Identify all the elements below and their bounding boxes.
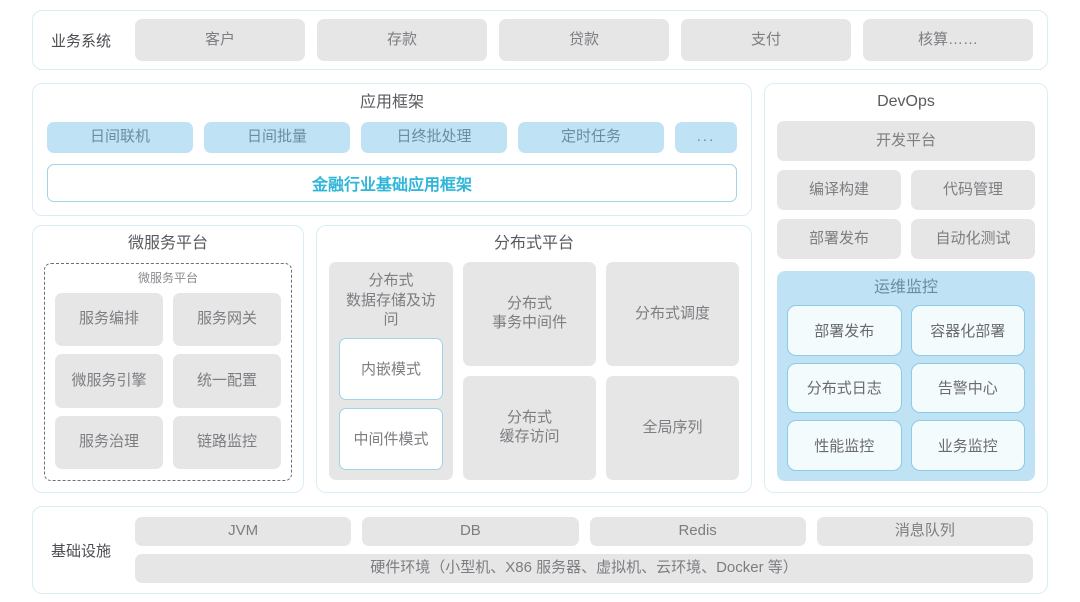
micro-tile-service-orchestration[interactable]: 服务编排 (55, 293, 163, 347)
dist-storage-mode-embedded[interactable]: 内嵌模式 (339, 337, 443, 400)
ops-monitoring-title: 运维监控 (873, 279, 938, 296)
dist-tile-cache-access[interactable]: 分布式 缓存访问 (463, 376, 596, 480)
infrastructure-panel: 基础设施 JVM DB Redis 消息队列 硬件环境（小型机、X86 服务器、… (32, 506, 1048, 594)
dist-tile-data-storage-access[interactable]: 分布式 数据存储及访问 内嵌模式 中间件模式 (329, 262, 453, 480)
distributed-platform-body: 分布式 数据存储及访问 内嵌模式 中间件模式 分布式 事务中间件 分布式调度 分… (329, 262, 739, 480)
devops-items-grid: 编译构建 代码管理 部署发布 自动化测试 (777, 170, 1035, 259)
dist-storage-mode-middleware[interactable]: 中间件模式 (339, 407, 443, 470)
ops-tile-containerized-deploy[interactable]: 容器化部署 (910, 305, 1025, 356)
app-tile-scheduled-task[interactable]: 定时任务 (518, 122, 664, 153)
business-tile-accounting[interactable]: 核算…… (863, 19, 1033, 61)
app-tile-more[interactable]: ... (675, 122, 737, 153)
dist-tile-transaction-middleware[interactable]: 分布式 事务中间件 (463, 262, 596, 366)
ops-tile-alert-center[interactable]: 告警中心 (910, 362, 1025, 414)
dist-tile-scheduling[interactable]: 分布式调度 (606, 262, 739, 366)
business-tile-customer[interactable]: 客户 (135, 19, 305, 61)
ops-monitoring-grid: 部署发布 容器化部署 分布式日志 告警中心 性能监控 业务监控 (787, 305, 1025, 471)
ops-tile-business-monitoring[interactable]: 业务监控 (910, 420, 1025, 471)
business-tile-payment[interactable]: 支付 (681, 19, 851, 61)
app-framework-panel: 应用框架 日间联机 日间批量 日终批处理 定时任务 ... 金融行业基础应用框架 (32, 83, 752, 216)
business-tile-loan[interactable]: 贷款 (499, 19, 669, 61)
infra-tile-jvm[interactable]: JVM (135, 517, 352, 546)
devops-panel: DevOps 开发平台 编译构建 代码管理 部署发布 自动化测试 运维监控 部署… (764, 83, 1048, 493)
micro-tile-microservice-engine[interactable]: 微服务引擎 (55, 354, 163, 408)
app-tile-daytime-batch[interactable]: 日间批量 (204, 122, 350, 153)
distributed-items-grid: 分布式 事务中间件 分布式调度 分布式 缓存访问 全局序列 (463, 262, 739, 480)
middle-left-column: 应用框架 日间联机 日间批量 日终批处理 定时任务 ... 金融行业基础应用框架… (32, 83, 752, 493)
devops-tile-deploy-release[interactable]: 部署发布 (777, 219, 901, 259)
infrastructure-tiles: JVM DB Redis 消息队列 (135, 517, 1033, 546)
devops-tile-dev-platform[interactable]: 开发平台 (777, 121, 1035, 161)
infra-tile-hardware-environment[interactable]: 硬件环境（小型机、X86 服务器、虚拟机、云环境、Docker 等） (135, 554, 1033, 583)
business-systems-panel: 业务系统 客户 存款 贷款 支付 核算…… (32, 10, 1048, 70)
infra-tile-redis[interactable]: Redis (589, 517, 806, 546)
ops-tile-distributed-logging[interactable]: 分布式日志 (787, 362, 902, 414)
infra-tile-db[interactable]: DB (362, 517, 579, 546)
app-tile-eod-batch[interactable]: 日终批处理 (361, 122, 507, 153)
platforms-row: 微服务平台 微服务平台 服务编排 服务网关 微服务引擎 统一配置 服务治理 链路… (32, 225, 752, 493)
infrastructure-content: JVM DB Redis 消息队列 硬件环境（小型机、X86 服务器、虚拟机、云… (135, 517, 1033, 583)
devops-title: DevOps (877, 93, 935, 110)
app-tile-daytime-online[interactable]: 日间联机 (47, 122, 193, 153)
ops-tile-performance-monitoring[interactable]: 性能监控 (787, 420, 902, 471)
infrastructure-label: 基础设施 (51, 542, 112, 560)
business-tile-deposit[interactable]: 存款 (317, 19, 487, 61)
microservice-inner-title: 微服务平台 (137, 271, 198, 285)
microservice-items-grid: 服务编排 服务网关 微服务引擎 统一配置 服务治理 链路监控 (55, 293, 281, 469)
distributed-platform-title: 分布式平台 (493, 235, 574, 252)
business-systems-label: 业务系统 (51, 32, 112, 50)
micro-tile-service-gateway[interactable]: 服务网关 (173, 293, 281, 347)
distributed-platform-panel: 分布式平台 分布式 数据存储及访问 内嵌模式 中间件模式 分布式 事务中间件 分… (316, 225, 752, 493)
microservice-inner-dashed-box: 微服务平台 服务编排 服务网关 微服务引擎 统一配置 服务治理 链路监控 (44, 263, 292, 481)
devops-tile-compile-build[interactable]: 编译构建 (777, 170, 901, 210)
app-framework-title: 应用框架 (359, 94, 424, 111)
infra-tile-message-queue[interactable]: 消息队列 (816, 517, 1033, 546)
ops-monitoring-box: 运维监控 部署发布 容器化部署 分布式日志 告警中心 性能监控 业务监控 (777, 271, 1035, 481)
microservice-platform-title: 微服务平台 (127, 235, 208, 252)
dist-tile-global-sequence[interactable]: 全局序列 (606, 376, 739, 480)
business-systems-tiles: 客户 存款 贷款 支付 核算…… (135, 19, 1033, 61)
micro-tile-service-governance[interactable]: 服务治理 (55, 415, 163, 469)
devops-tile-automated-testing[interactable]: 自动化测试 (911, 219, 1035, 259)
micro-tile-unified-config[interactable]: 统一配置 (173, 354, 281, 408)
microservice-platform-panel: 微服务平台 微服务平台 服务编排 服务网关 微服务引擎 统一配置 服务治理 链路… (32, 225, 304, 493)
devops-header-group: DevOps (777, 94, 1035, 112)
app-framework-tiles: 日间联机 日间批量 日终批处理 定时任务 ... (47, 122, 737, 153)
devops-tile-code-management[interactable]: 代码管理 (911, 170, 1035, 210)
middle-area: 应用框架 日间联机 日间批量 日终批处理 定时任务 ... 金融行业基础应用框架… (32, 83, 1048, 493)
micro-tile-trace-monitoring[interactable]: 链路监控 (173, 415, 281, 469)
ops-tile-deploy-release[interactable]: 部署发布 (787, 305, 902, 356)
dist-storage-title: 分布式 数据存储及访问 (345, 272, 436, 328)
base-framework-box[interactable]: 金融行业基础应用框架 (47, 164, 737, 202)
